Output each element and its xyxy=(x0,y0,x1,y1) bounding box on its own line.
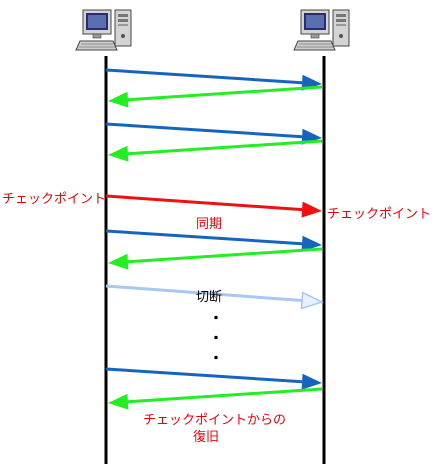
response-arrow-3-head xyxy=(108,253,129,270)
recovery-label-line2: 復旧 xyxy=(193,430,220,445)
response-arrow-2-line xyxy=(127,139,323,156)
ellipsis-dot-1: ・ xyxy=(209,311,223,327)
disconnected-arrow-head xyxy=(300,291,325,310)
response-arrow-1-line xyxy=(127,85,323,102)
disconnect-label: 切断 xyxy=(196,290,223,305)
response-arrow-2-head xyxy=(108,145,129,162)
right-checkpoint-label: チェックポイント xyxy=(327,207,432,222)
disconnected-arrow-line xyxy=(105,284,303,303)
request-arrow-4-head xyxy=(301,373,322,390)
left-checkpoint-label: チェックポイント xyxy=(2,192,107,207)
request-arrow-2-line xyxy=(105,122,303,139)
request-arrow-1-line xyxy=(105,68,303,85)
request-arrow-3-line xyxy=(105,229,303,246)
message-arrows xyxy=(105,68,325,410)
computer-icon-left xyxy=(75,9,132,51)
request-arrow-4-line xyxy=(105,367,303,384)
ellipsis-dot-2: ・ xyxy=(209,331,223,347)
checkpoint-arrow-head xyxy=(301,201,322,218)
computer-icon-right xyxy=(293,9,350,51)
sync-label: 同期 xyxy=(196,217,223,232)
checkpoint-arrow-line xyxy=(105,194,303,212)
response-arrow-4-head xyxy=(108,393,129,410)
request-arrow-3-head xyxy=(301,235,322,252)
response-arrow-3-line xyxy=(127,247,323,264)
ellipsis-dot-3: ・ xyxy=(209,351,223,367)
response-arrow-4-line xyxy=(127,387,323,404)
recovery-label-line1: チェックポイントからの xyxy=(143,413,287,428)
response-arrow-1-head xyxy=(108,91,129,108)
